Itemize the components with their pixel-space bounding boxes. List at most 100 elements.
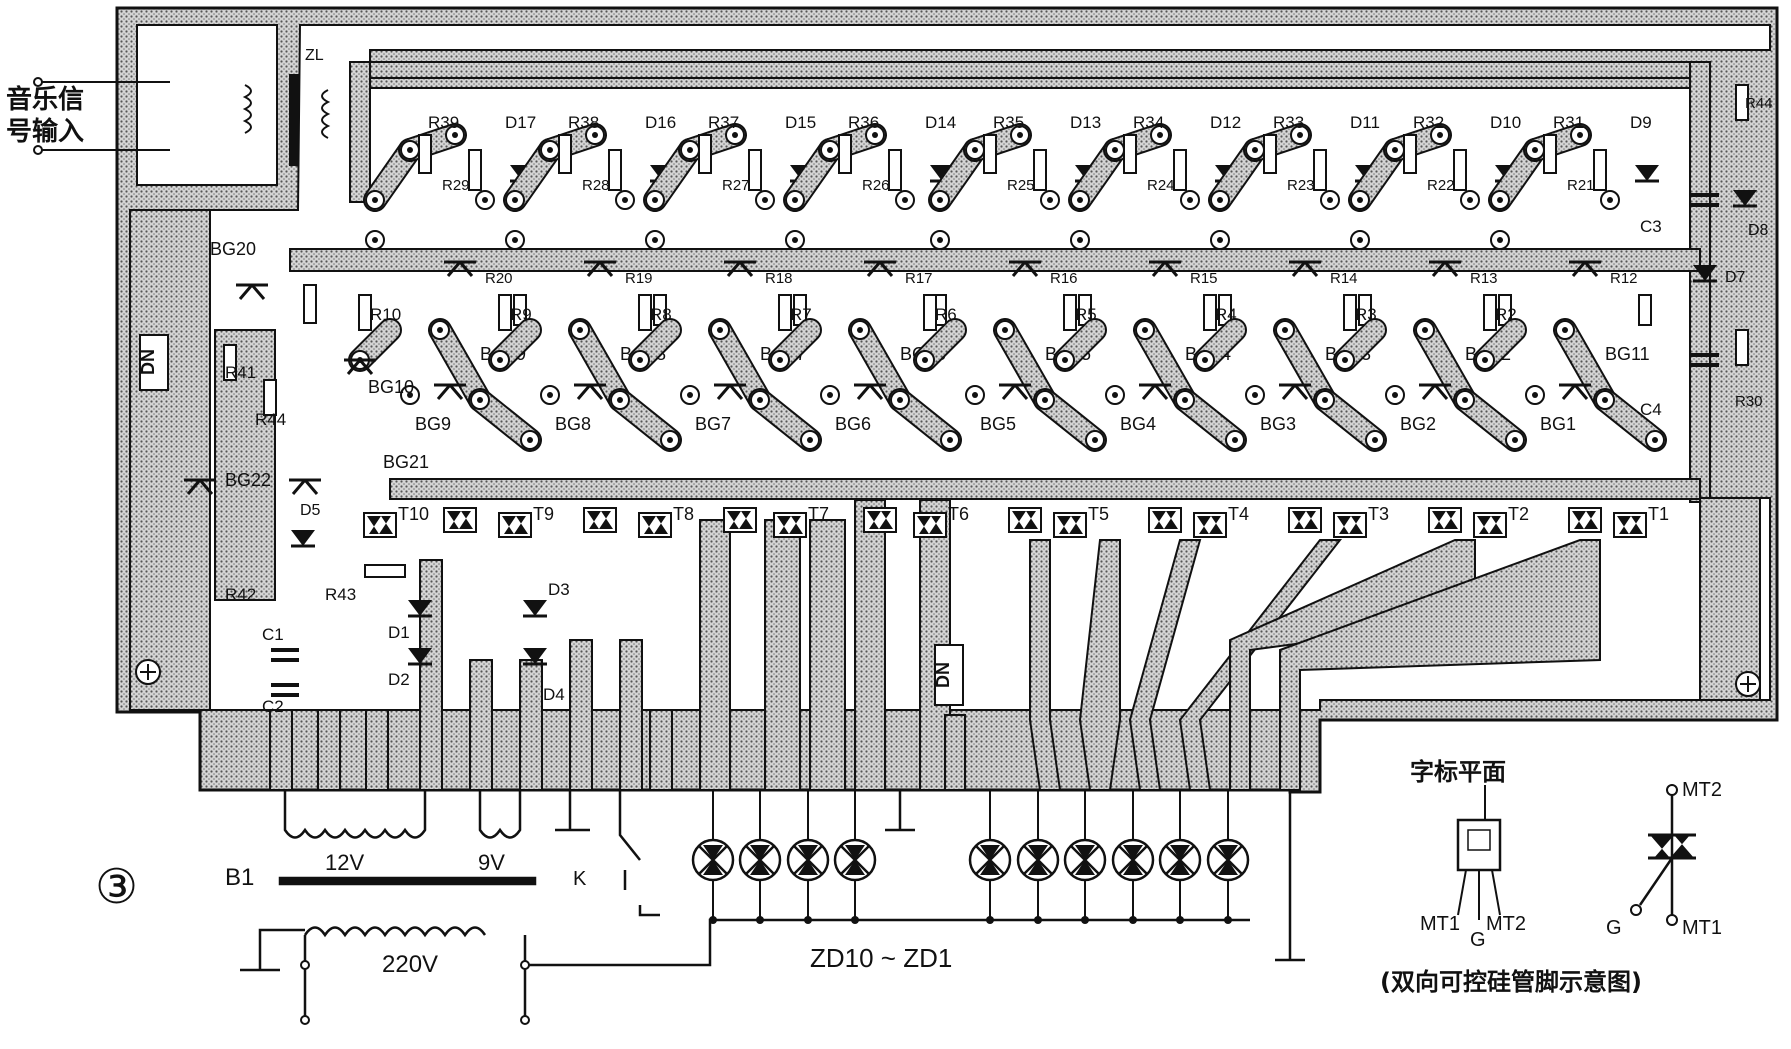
transistor-label-bg21: BG21 [383, 452, 429, 472]
resistor-symbol [1735, 329, 1749, 366]
transistor-symbol [1279, 383, 1311, 400]
resistor-label-low: R14 [1330, 270, 1358, 287]
copper-trace-fill [1135, 320, 1195, 410]
triac-glyph [447, 511, 473, 529]
switch-label: K [573, 868, 587, 890]
resistor-symbol [983, 134, 997, 174]
resistor-label-top: R31 [1553, 113, 1584, 132]
lamp-icon [1016, 790, 1060, 924]
resistor-label-mid: R27 [722, 177, 750, 194]
lamp-icon [1063, 790, 1107, 924]
svg-text:音乐信: 音乐信 [6, 84, 84, 115]
triac-glyph [1477, 516, 1503, 534]
resistor-symbol [1483, 294, 1497, 331]
resistor-symbol [303, 284, 317, 324]
resistor-label-base: R4 [1215, 305, 1237, 324]
pad-hole [512, 237, 518, 243]
pad-hole [577, 327, 583, 333]
transistor-label-bottom: BG6 [835, 414, 871, 434]
transistor-symbol [1419, 383, 1451, 400]
svg-text:MT1: MT1 [1682, 917, 1722, 939]
triac-glyph [1292, 511, 1318, 529]
pad-hole [452, 132, 458, 138]
svg-text:DN: DN [933, 662, 953, 688]
resistor-symbol [1203, 294, 1217, 331]
resistor-symbol [1123, 134, 1137, 174]
lamp-icon [1206, 790, 1250, 924]
transistor-label-bg10: BG10 [368, 377, 414, 397]
resistor-label-mid: R26 [862, 177, 890, 194]
triac-glyph [587, 511, 613, 529]
secondary-aux-label: 9V [478, 850, 505, 875]
copper-trace-fill [1555, 320, 1615, 410]
resistor-symbol [1593, 149, 1607, 191]
pad-hole [1357, 237, 1363, 243]
resistor-label-base: R5 [1075, 305, 1097, 324]
pad-hole [1217, 197, 1223, 203]
resistor-label-r30: R30 [1735, 393, 1763, 410]
copper-trace-fill [1415, 320, 1475, 410]
copper-rails [129, 61, 1761, 711]
pad-hole [1252, 147, 1258, 153]
transistor-label-bottom: BG8 [555, 414, 591, 434]
diode-symbol [408, 648, 432, 664]
resistor-label-top: R32 [1413, 113, 1444, 132]
pad-hole [1607, 197, 1613, 203]
copper-trace-fill [610, 390, 680, 450]
resistor-label-r43: R43 [325, 585, 356, 604]
pad-hole [1002, 327, 1008, 333]
triac-label: T4 [1228, 504, 1249, 524]
pad-hole [1562, 327, 1568, 333]
diode-label: D16 [645, 113, 676, 132]
diode-label: D13 [1070, 113, 1101, 132]
copper-trace-fill [710, 320, 770, 410]
triac-glyph [1337, 516, 1363, 534]
triac-label: T10 [398, 504, 429, 524]
transistor-symbol [714, 383, 746, 400]
resistor-symbol [748, 149, 762, 191]
resistor-symbol [498, 294, 512, 331]
choke-label: ZL [305, 47, 324, 64]
triac-glyph [1572, 511, 1598, 529]
pad-hole [1157, 132, 1163, 138]
triac-glyph [642, 516, 668, 534]
triac-glyph [917, 516, 943, 534]
transistor-symbol [1289, 260, 1321, 277]
resistor-label-low: R17 [905, 270, 933, 287]
resistor-label-low: R15 [1190, 270, 1218, 287]
pad-hole [437, 327, 443, 333]
resistor-symbol [418, 134, 432, 174]
resistor-label-mid: R25 [1007, 177, 1035, 194]
pad-hole [1282, 327, 1288, 333]
copper-trace-fill [1315, 390, 1385, 450]
transistor-label-bottom: BG5 [980, 414, 1016, 434]
transistor-label-bottom: BG2 [1400, 414, 1436, 434]
pad-hole [1482, 357, 1488, 363]
resistor-label-top: R36 [848, 113, 879, 132]
resistor-symbol [364, 564, 406, 578]
resistor-label-base: R6 [935, 305, 957, 324]
pad-hole [527, 437, 533, 443]
diode-label: D11 [1350, 113, 1380, 132]
resistor-label-base: R10 [370, 305, 401, 324]
pad-hole [872, 132, 878, 138]
transistor-symbol [1559, 383, 1591, 400]
diode-label-d4: D4 [543, 685, 565, 704]
transistor-symbol [1149, 260, 1181, 277]
resistor-symbol [223, 344, 237, 381]
pad-hole [1322, 397, 1328, 403]
copper-trace-fill [1035, 390, 1105, 450]
copper-trace-fill [995, 320, 1055, 410]
transistor-symbol [1009, 260, 1041, 277]
resistor-symbol [1313, 149, 1327, 191]
diode-label: D15 [785, 113, 816, 132]
pad-hole [897, 397, 903, 403]
pad-hole [762, 197, 768, 203]
transistor-symbol [864, 260, 896, 277]
diode-label-d3: D3 [548, 580, 570, 599]
copper-trace-fill [890, 390, 960, 450]
svg-text:MT2: MT2 [1486, 913, 1526, 935]
triac-glyph [777, 516, 803, 534]
capacitor-symbol [271, 648, 299, 662]
